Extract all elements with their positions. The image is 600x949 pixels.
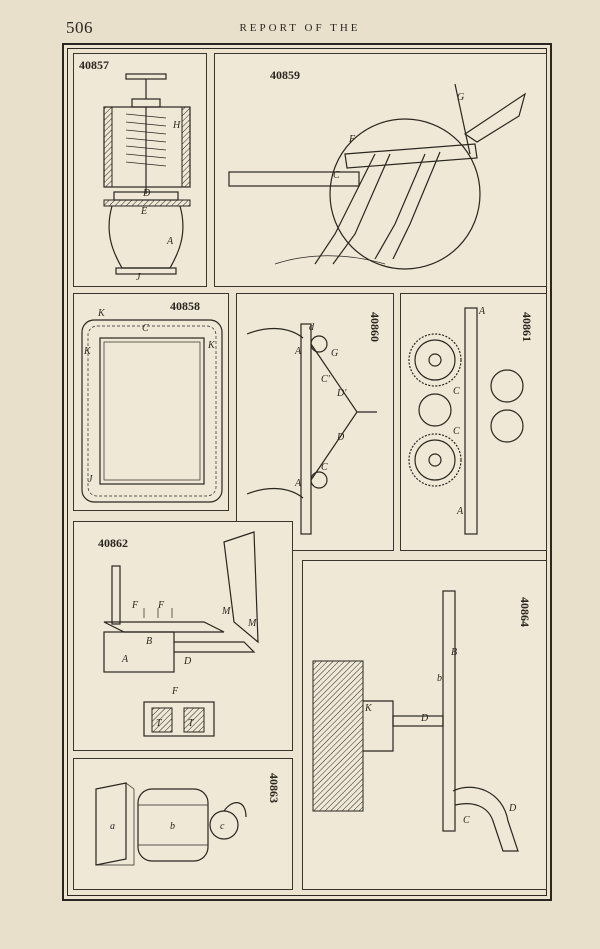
running-head: REPORT OF THE <box>239 22 361 34</box>
page-number: 506 <box>66 18 93 37</box>
figure-number: 40860 <box>368 312 382 342</box>
figure-40858: 40858 K C K K J <box>73 293 229 511</box>
svg-text:D': D' <box>336 388 347 399</box>
svg-text:D: D <box>336 432 345 443</box>
weight-drawing: a b c <box>95 782 247 866</box>
svg-text:M: M <box>247 618 257 629</box>
figure-40859: 40859 G F C <box>214 53 547 287</box>
plow-drawing: G F C <box>228 83 527 270</box>
svg-text:C: C <box>453 386 460 397</box>
figure-40862: 40862 F F B A D M M F T T <box>73 521 293 751</box>
figure-number: 40861 <box>520 312 534 342</box>
svg-text:A: A <box>478 306 486 317</box>
svg-text:A: A <box>294 346 302 357</box>
figure-number: 40862 <box>98 536 128 550</box>
svg-text:K: K <box>364 703 373 714</box>
figure-40857: 40857 H D E A J <box>73 53 207 287</box>
svg-text:G: G <box>457 92 464 103</box>
engine-drawing: F F B A D M M F T T <box>103 531 259 737</box>
svg-text:E: E <box>140 206 147 217</box>
svg-text:K: K <box>83 346 92 357</box>
svg-text:d: d <box>309 322 315 333</box>
figure-number: 40858 <box>170 299 200 313</box>
svg-text:B: B <box>451 647 457 658</box>
svg-text:c: c <box>220 821 225 832</box>
svg-text:B: B <box>146 636 152 647</box>
svg-text:F: F <box>157 600 165 611</box>
figure-40861: 40861 A C C A <box>400 293 547 551</box>
svg-text:a: a <box>110 821 115 832</box>
svg-text:A: A <box>166 236 174 247</box>
svg-text:F: F <box>348 134 356 145</box>
svg-text:F: F <box>171 686 179 697</box>
harrow-drawing: d A G C' D' D C A <box>246 322 377 535</box>
svg-text:F: F <box>131 600 139 611</box>
svg-text:D: D <box>508 803 517 814</box>
svg-text:C: C <box>463 815 470 826</box>
frame-drawing: K C K K J <box>81 308 223 503</box>
svg-text:K: K <box>97 308 106 319</box>
svg-text:D: D <box>183 656 192 667</box>
svg-text:C': C' <box>321 374 331 385</box>
coupler-drawing: B b D K C D <box>312 590 519 852</box>
figure-40864: 40864 B b D K C D <box>302 560 547 890</box>
svg-text:A: A <box>121 654 129 665</box>
svg-text:C: C <box>142 323 149 334</box>
svg-text:M: M <box>221 606 231 617</box>
svg-text:T: T <box>156 718 163 729</box>
figure-40860: 40860 d A G C' D' D C A <box>236 293 394 551</box>
svg-text:K: K <box>207 340 216 351</box>
gear-drawing: A C C A <box>408 306 524 535</box>
svg-text:D: D <box>420 713 429 724</box>
figure-40863: 40863 a b c <box>73 758 293 890</box>
svg-text:C: C <box>321 462 328 473</box>
svg-text:A: A <box>294 478 302 489</box>
svg-text:D: D <box>142 188 151 199</box>
svg-text:T: T <box>188 718 195 729</box>
svg-text:b: b <box>170 821 175 832</box>
svg-text:J: J <box>136 272 141 283</box>
svg-text:A: A <box>456 506 464 517</box>
svg-text:J: J <box>88 474 93 485</box>
figure-number: 40857 <box>79 58 109 72</box>
svg-text:C: C <box>453 426 460 437</box>
svg-text:C: C <box>333 170 340 181</box>
figure-number: 40864 <box>518 597 532 627</box>
svg-text:H: H <box>172 120 181 131</box>
figure-number: 40863 <box>267 773 281 803</box>
svg-text:G: G <box>331 348 338 359</box>
svg-text:b: b <box>437 673 442 684</box>
figure-number: 40859 <box>270 68 300 82</box>
valve-drawing: H D E A J <box>103 73 191 283</box>
